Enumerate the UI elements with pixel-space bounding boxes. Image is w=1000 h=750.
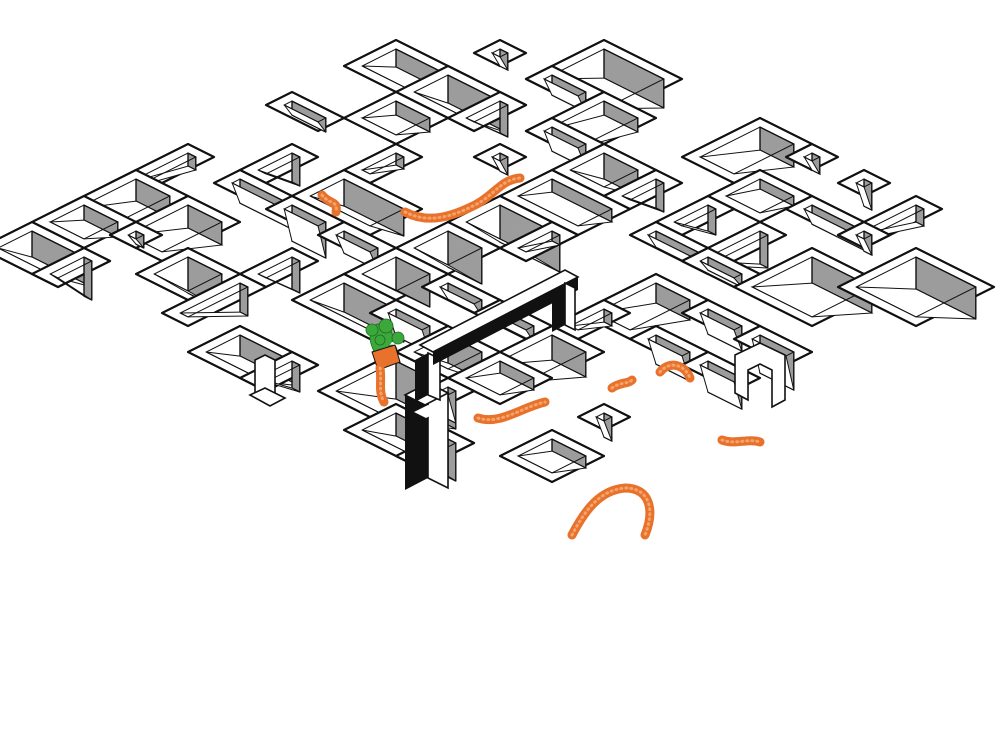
room-plate [680, 298, 762, 353]
room-plate [654, 194, 736, 237]
room-plate [472, 142, 528, 177]
orange-worm [717, 435, 765, 447]
room-plate [602, 168, 684, 213]
room-plate [524, 64, 606, 114]
orange-worm [655, 360, 695, 383]
isometric-room-grid [0, 38, 996, 484]
room-plate [836, 168, 892, 211]
room-plate [576, 402, 632, 443]
room-plate [472, 38, 528, 72]
room-plate [446, 90, 528, 138]
room-plate [290, 168, 424, 237]
orange-worm [400, 173, 525, 223]
room-plate [680, 116, 814, 185]
room-plate [238, 246, 320, 294]
room-plate [264, 194, 346, 259]
room-plate [238, 142, 320, 187]
orange-worm [317, 190, 341, 217]
room-plate [160, 272, 268, 328]
room-plate [784, 142, 840, 176]
room-plate [836, 246, 996, 328]
black-gate-tower [403, 269, 580, 490]
room-plate [836, 220, 892, 257]
orange-worm [607, 375, 637, 393]
room-plate [342, 90, 450, 146]
room-plate [498, 428, 606, 484]
potted-plant-sprout [365, 318, 405, 407]
pillar-structure [248, 342, 786, 409]
room-plate [30, 246, 112, 301]
worm-group [317, 173, 765, 540]
orange-worm [473, 397, 550, 424]
room-plate [394, 220, 502, 285]
room-plate [550, 298, 632, 341]
room-plate [264, 90, 346, 133]
room-plate [498, 168, 632, 237]
room-plate [108, 220, 164, 250]
room-plate [498, 220, 580, 263]
orange-worm [567, 483, 655, 540]
